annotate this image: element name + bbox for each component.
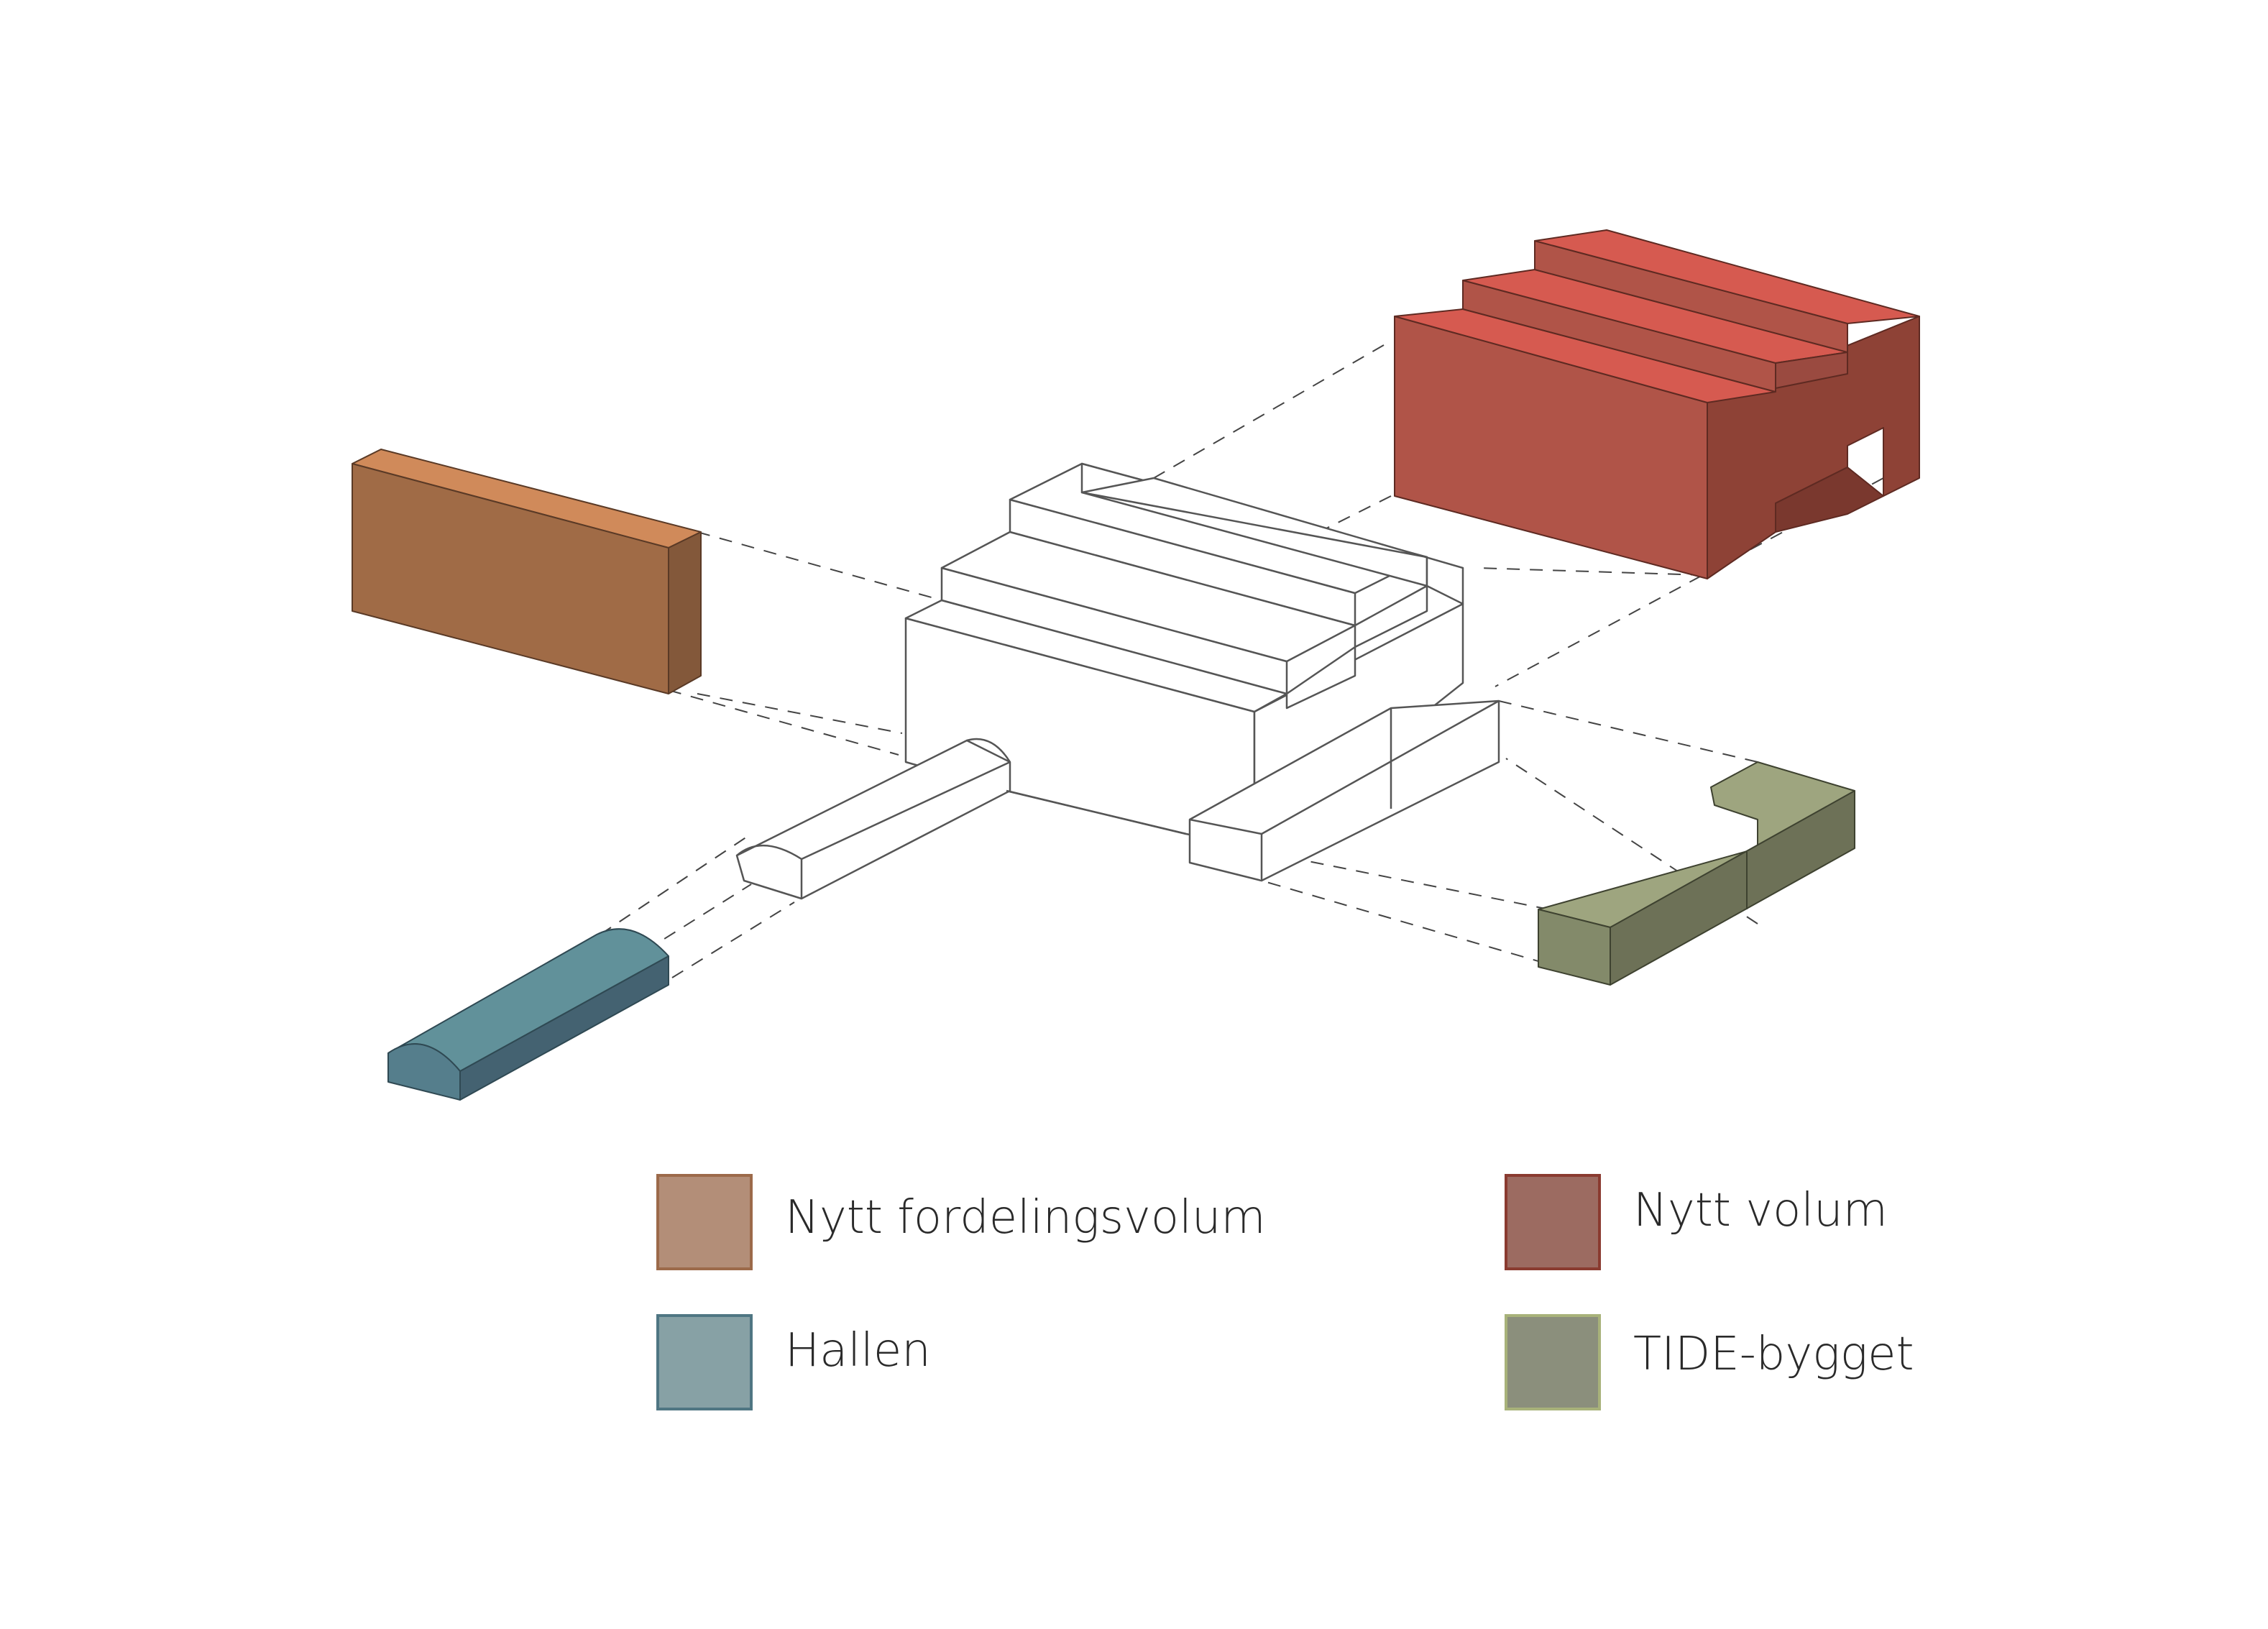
existing-building-outline — [735, 462, 1500, 900]
orange-volume-side — [668, 531, 702, 694]
legend-label: Nytt volum — [1633, 1184, 1888, 1237]
red-volume-roof-step-3 — [1534, 229, 1920, 324]
legend-item-nytt-fordelingsvolum: Nytt fordelingsvolum — [656, 1174, 1266, 1270]
green-volume — [1538, 761, 1855, 986]
legend-swatch — [656, 1314, 753, 1410]
legend-label: Hallen — [785, 1324, 931, 1377]
teal-volume — [387, 928, 669, 1101]
legend: Nytt fordelingsvolum Nytt volum Hallen T… — [656, 1174, 1914, 1410]
legend-swatch — [1505, 1314, 1601, 1410]
red-volume — [1394, 229, 1920, 579]
legend-item-hallen: Hallen — [656, 1314, 931, 1410]
legend-label: TIDE-bygget — [1633, 1328, 1914, 1381]
legend-item-nytt-volum: Nytt volum — [1505, 1174, 1888, 1270]
legend-swatch — [1505, 1174, 1601, 1270]
teal-volume-front — [387, 1043, 461, 1101]
legend-item-tide-bygget: TIDE-bygget — [1505, 1314, 1914, 1410]
legend-swatch — [656, 1174, 753, 1270]
orange-volume — [352, 449, 702, 694]
green-volume-side — [1610, 790, 1855, 986]
legend-label: Nytt fordelingsvolum — [785, 1191, 1266, 1244]
